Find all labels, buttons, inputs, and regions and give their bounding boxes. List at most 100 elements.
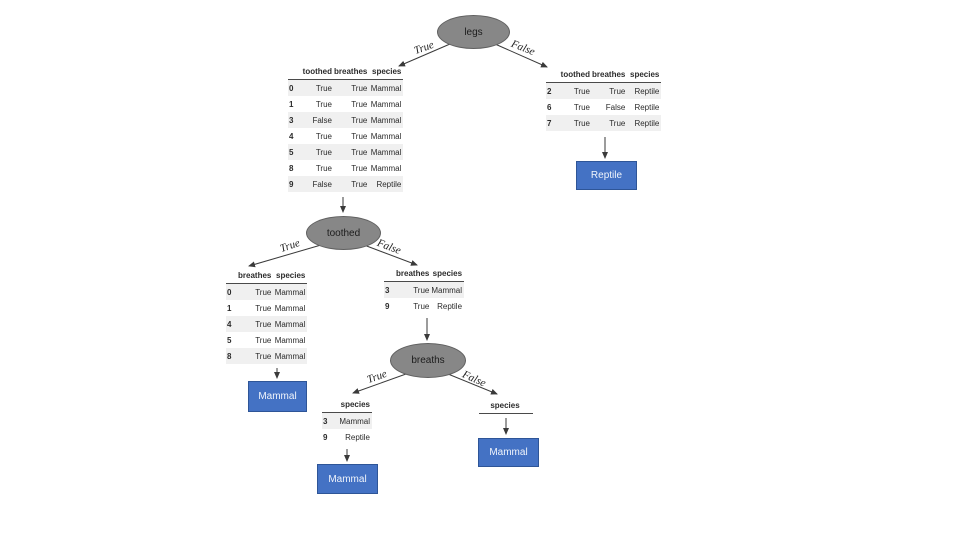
table-breaths-false: species [479,398,533,414]
row-index: 7 [547,118,552,128]
row-index: 3 [323,416,328,426]
row-index: 6 [547,102,552,112]
table-cell: True [609,86,626,96]
table-row: 7 True True Reptile [546,115,662,131]
table-corner [288,64,300,80]
row-index: 5 [289,147,294,157]
table-header-cell: species [431,266,465,282]
leaf-mammal-left-label: Mammal [258,391,297,402]
node-toothed-label: toothed [326,227,361,239]
table-cell: Mammal [370,83,402,93]
table-cell: True [573,118,590,128]
table-cell: True [609,118,626,128]
table-header-cell: breathes [334,64,370,80]
table-header-cell: species [334,397,372,413]
table-cell: True [413,285,430,295]
table-cell: Reptile [634,118,660,128]
leaf-mammal-bottom-label: Mammal [328,473,367,485]
edge-breaths-false [447,373,498,395]
table-cell: True [315,83,332,93]
row-index: 0 [289,83,294,93]
table-header-cell: toothed [558,67,592,83]
table-cell: False [605,102,626,112]
edge-legs-false [494,43,548,68]
leaf-reptile-label: Reptile [590,170,623,181]
table-corner [546,67,558,83]
node-legs-label: legs [464,26,483,38]
row-index: 2 [547,86,552,96]
table-header-cell: species [369,64,404,80]
table-cell: True [351,179,368,189]
table-header-cell: toothed [300,64,334,80]
table-cell: True [413,301,430,311]
row-index: 1 [289,99,294,109]
row-index: 9 [385,301,390,311]
node-breaths: breaths [390,343,466,378]
edge-toothed-true [248,244,322,268]
table-cell: Mammal [274,351,306,361]
table-cell: True [255,303,272,313]
table-cell: Mammal [370,163,402,173]
edge-breaths-true [352,373,407,394]
table-row: 9 Reptile [322,429,372,445]
node-legs: legs [437,15,510,49]
row-index: 4 [289,131,294,141]
table-cell: True [315,147,332,157]
row-index: 9 [323,432,328,442]
row-index: 8 [227,351,232,361]
row-index: 8 [289,163,294,173]
table-cell: Mammal [370,99,402,109]
row-index: 0 [227,287,232,297]
table-cell: True [315,99,332,109]
node-breaths-label: breaths [411,355,445,366]
table-row: 9 True Reptile [384,298,464,314]
table-cell: Mammal [431,285,463,295]
table-cell: True [351,131,368,141]
table-header-cell: breathes [238,268,274,284]
leaf-mammal-right: Mammal [478,438,539,467]
table-cell: Mammal [274,287,306,297]
table-cell: Reptile [345,432,370,442]
node-toothed: toothed [306,216,381,250]
row-index: 9 [289,179,294,189]
table-cell: Reptile [634,102,660,112]
leaf-mammal-left: Mammal [248,381,307,412]
edge-toothed-false [363,244,418,266]
table-cell: True [255,287,272,297]
table-header-cell: breathes [592,67,628,83]
table-corner [322,397,334,413]
table-cell: True [351,99,368,109]
row-index: 3 [385,285,390,295]
leaf-mammal-right-label: Mammal [489,447,528,458]
table-cell: Mammal [274,303,306,313]
table-cell: Mammal [370,131,402,141]
table-row: 3 Mammal [322,412,372,429]
table-cell: True [573,102,590,112]
table-cell: Mammal [339,416,370,426]
table-cell: True [255,319,272,329]
edge-legs-true [398,43,451,67]
row-index: 3 [289,115,294,125]
table-cell: Reptile [376,179,402,189]
table-cell: True [315,163,332,173]
table-row: 6 True False Reptile [546,99,661,115]
table-cell: Reptile [437,301,463,311]
table-corner [226,268,238,284]
